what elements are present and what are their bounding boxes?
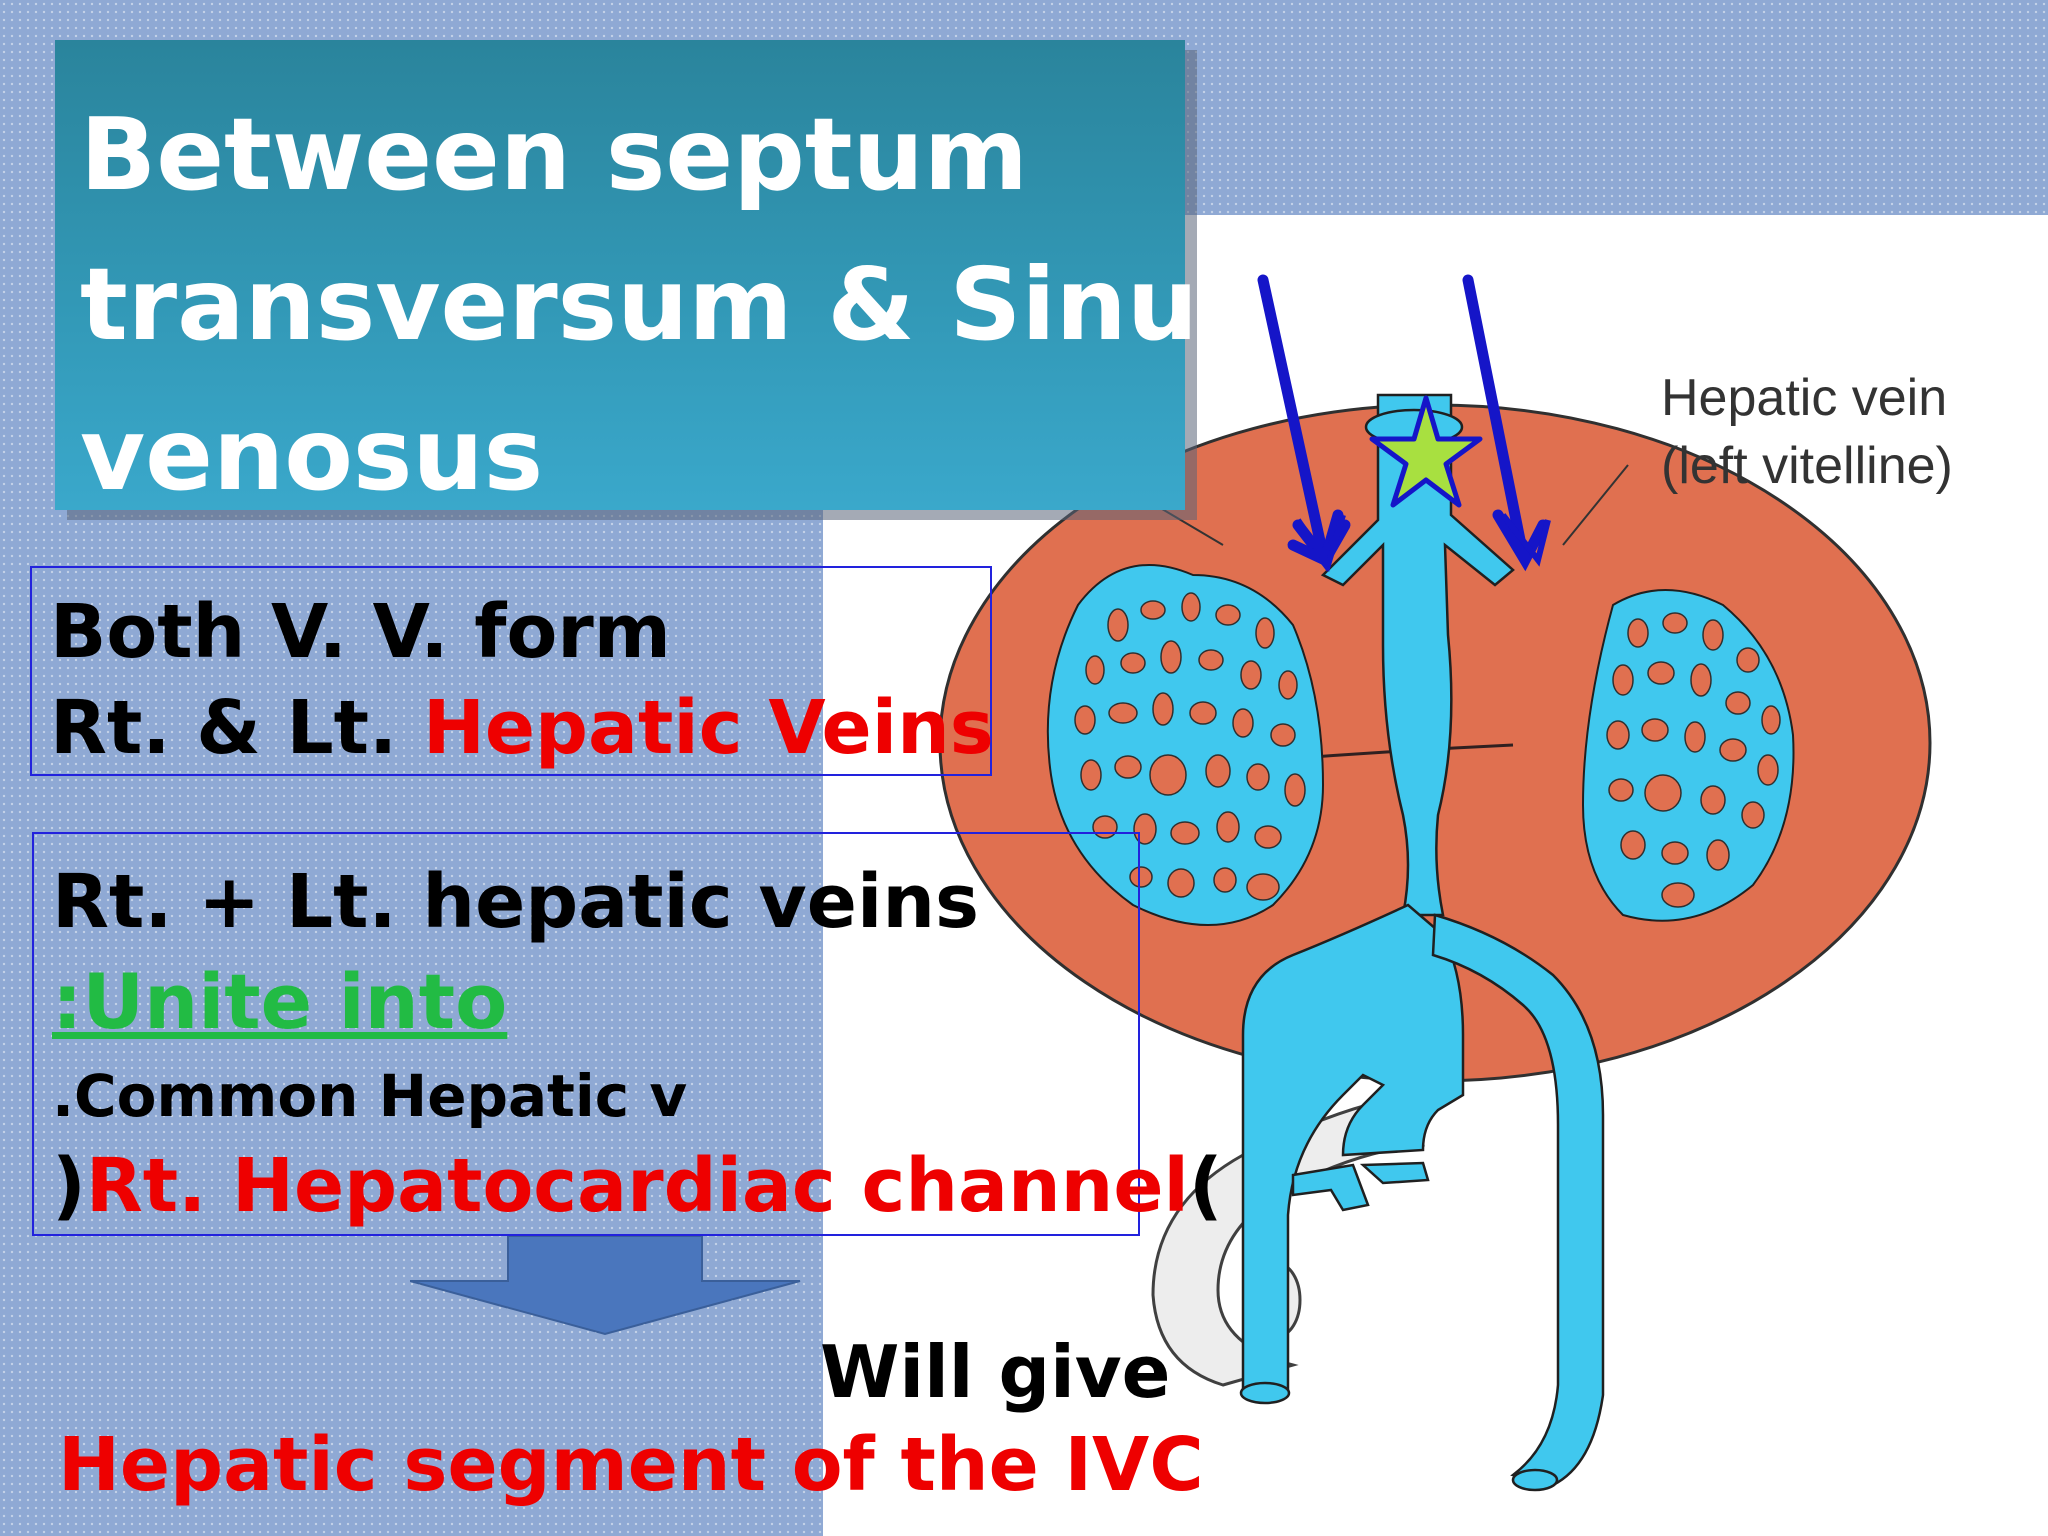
title-line-3: venosus (80, 396, 544, 513)
box1-line2-black: Rt. & Lt. (50, 685, 423, 771)
vein-system (1241, 393, 1605, 1487)
unite-into-link[interactable]: :Unite into (52, 957, 508, 1046)
right-sinusoid-network (1581, 589, 1795, 922)
label-leader-right (1562, 464, 1629, 546)
ivc-text: Hepatic segment of the IVC (58, 1422, 1204, 1508)
left-sinusoid-network (1046, 564, 1325, 926)
box2-line3: .Common Hepatic v (52, 1062, 688, 1130)
will-give-text: Will give (820, 1330, 1171, 1414)
down-arrow-icon (1462, 274, 1549, 572)
title-box: Between septum transversum & Sinus venos… (55, 40, 1258, 513)
box1-line2: Rt. & Lt. Hepatic Veins (50, 680, 994, 776)
star-icon (1369, 395, 1483, 508)
text-box-hepatic-veins: Both V. V. form Rt. & Lt. Hepatic Veins (30, 566, 994, 776)
title-line-2: transversum & Sinus (80, 246, 1258, 363)
box2-line4-close: ( (1188, 1143, 1223, 1229)
vein-end-right (1511, 1468, 1559, 1492)
label-left-vitelline: (left vitelline) (1661, 437, 1953, 495)
diagram-panel: e) Hepatic vein (left vitelline) (823, 215, 2048, 1536)
vein-end-bottom (1239, 1381, 1291, 1405)
box1-line1: Both V. V. form (50, 589, 671, 675)
text-box-common-hepatic: Rt. + Lt. hepatic veins :Unite into .Com… (32, 832, 1223, 1236)
label-hepatic-vein: Hepatic vein (1661, 369, 1947, 427)
box2-line4-red: Rt. Hepatocardiac channel (85, 1143, 1189, 1229)
box2-line4: )Rt. Hepatocardiac channel( (52, 1138, 1223, 1234)
title-line-1: Between septum (80, 96, 1028, 213)
box2-line1: Rt. + Lt. hepatic veins (52, 859, 980, 945)
box2-line4-open: ) (52, 1143, 86, 1229)
box1-line2-red: Hepatic Veins (422, 685, 994, 771)
arrowhead-outline (1295, 513, 1551, 572)
down-arrow-icon (410, 1236, 801, 1336)
liver-vein-diagram: e) Hepatic vein (left vitelline) (938, 274, 1953, 1492)
